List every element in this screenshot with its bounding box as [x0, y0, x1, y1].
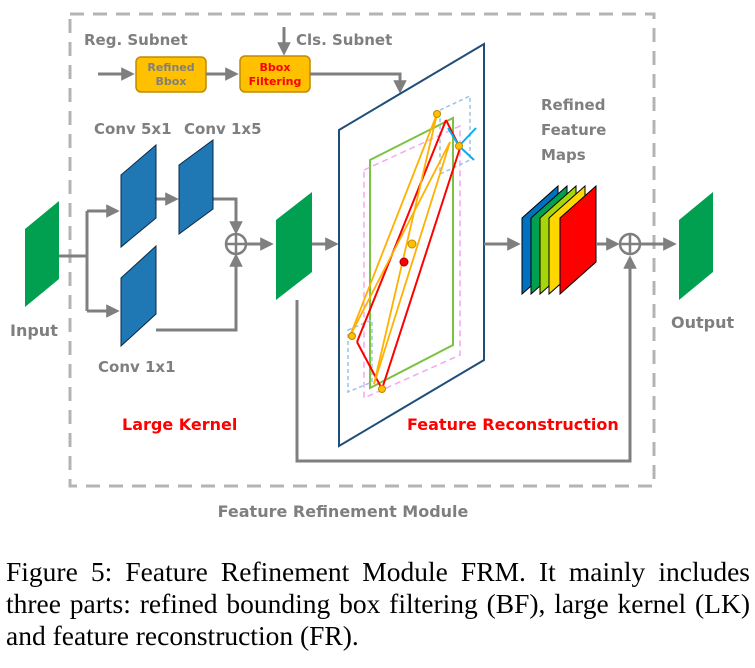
conv1x1-to-add-arrow: [156, 253, 243, 332]
refined-feature-maps-line3: Maps: [541, 146, 586, 164]
conv-1x1-label: Conv 1x1: [98, 358, 176, 376]
figure-caption: Figure 5: Feature Refinement Module FRM.…: [6, 556, 750, 651]
refined-feature-maps-stack: [521, 184, 597, 296]
cls-subnet-label: Cls. Subnet: [296, 31, 392, 49]
large-kernel-title: Large Kernel: [122, 415, 237, 434]
bbox-illustration: [347, 94, 477, 400]
input-feature-map: [25, 201, 59, 307]
add-node-output: [618, 232, 642, 256]
intermediate-feature-map: [276, 192, 312, 300]
bbox-filtering-line2: Filtering: [249, 75, 302, 88]
input-label: Input: [10, 321, 58, 340]
module-title: Feature Refinement Module: [218, 502, 469, 521]
residual-skip-connection: [295, 255, 637, 463]
refined-feature-maps-line2: Feature: [541, 121, 606, 139]
bbox-filtering-line1: Bbox: [260, 61, 291, 74]
conv-1x5-block: [178, 139, 214, 235]
refined-feature-maps-line1: Refined: [541, 96, 605, 114]
output-label: Output: [671, 313, 734, 332]
conv-1x5-label: Conv 1x5: [184, 120, 262, 138]
conv-5x1-block: [120, 143, 157, 249]
module-border: [68, 12, 656, 488]
conv-5x1-label: Conv 5x1: [94, 120, 172, 138]
refined-bbox-line2: Bbox: [156, 75, 187, 88]
add-node-large-kernel: [224, 232, 248, 256]
reg-subnet-label: Reg. Subnet: [84, 31, 188, 49]
filter-to-plane-arrow: [310, 72, 407, 94]
refined-bbox-line1: Refined: [147, 61, 194, 74]
frm-diagram: Reg. Subnet Cls. Subnet Refined Bbox Bbo…: [10, 12, 734, 521]
feature-reconstruction-title: Feature Reconstruction: [407, 415, 619, 434]
conv-1x1-block: [120, 244, 157, 348]
conv1x5-to-add-arrow: [213, 197, 243, 235]
output-feature-map: [679, 192, 713, 300]
